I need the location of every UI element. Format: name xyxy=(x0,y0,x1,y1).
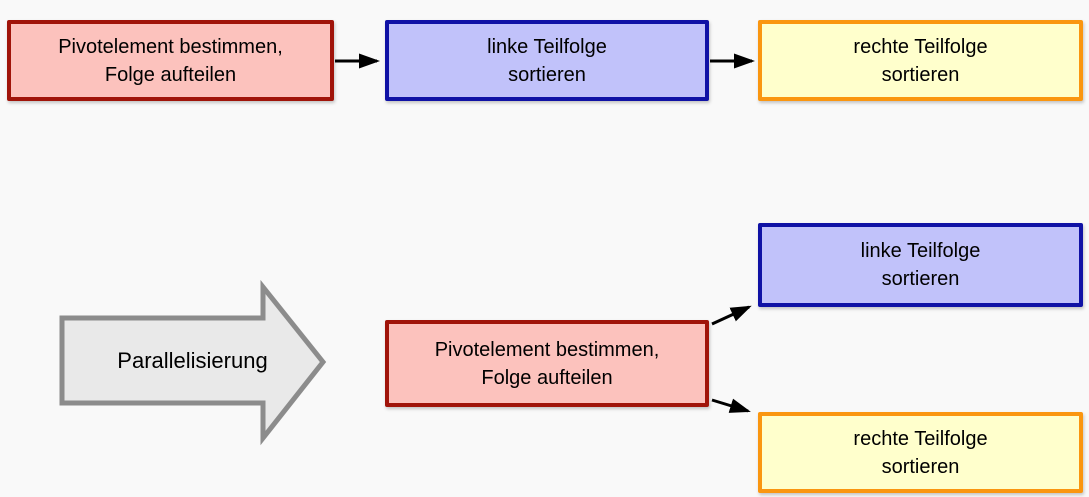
parallel-left-subsequence-label: linke Teilfolge sortieren xyxy=(860,240,981,290)
sequential-pivot-box-label: Pivotelement bestimmen, Folge aufteilen xyxy=(58,35,283,86)
parallelisierung-label: Parallelisierung xyxy=(117,347,268,373)
sequential-pivot-box: Pivotelement bestimmen, Folge aufteilen xyxy=(7,20,334,101)
sequential-left-subsequence-box: linke Teilfolge sortieren xyxy=(385,20,709,101)
sequential-left-subsequence-label: linke Teilfolge sortieren xyxy=(487,35,607,86)
sequential-right-subsequence-box: rechte Teilfolge sortieren xyxy=(758,20,1083,101)
parallel-pivot-box-label: Pivotelement bestimmen, Folge aufteilen xyxy=(434,338,660,389)
parallel-right-subsequence-label: rechte Teilfolge sortieren xyxy=(853,427,988,478)
parallel-right-subsequence-box: rechte Teilfolge sortieren xyxy=(758,412,1083,493)
arrow-pivot-to-right-parallel xyxy=(711,398,751,413)
arrow-pivot-to-left-parallel xyxy=(711,305,752,326)
parallel-left-subsequence-box: linke Teilfolge sortieren xyxy=(758,223,1083,307)
parallel-pivot-box: Pivotelement bestimmen, Folge aufteilen xyxy=(385,320,709,407)
sequential-right-subsequence-label: rechte Teilfolge sortieren xyxy=(853,35,988,86)
